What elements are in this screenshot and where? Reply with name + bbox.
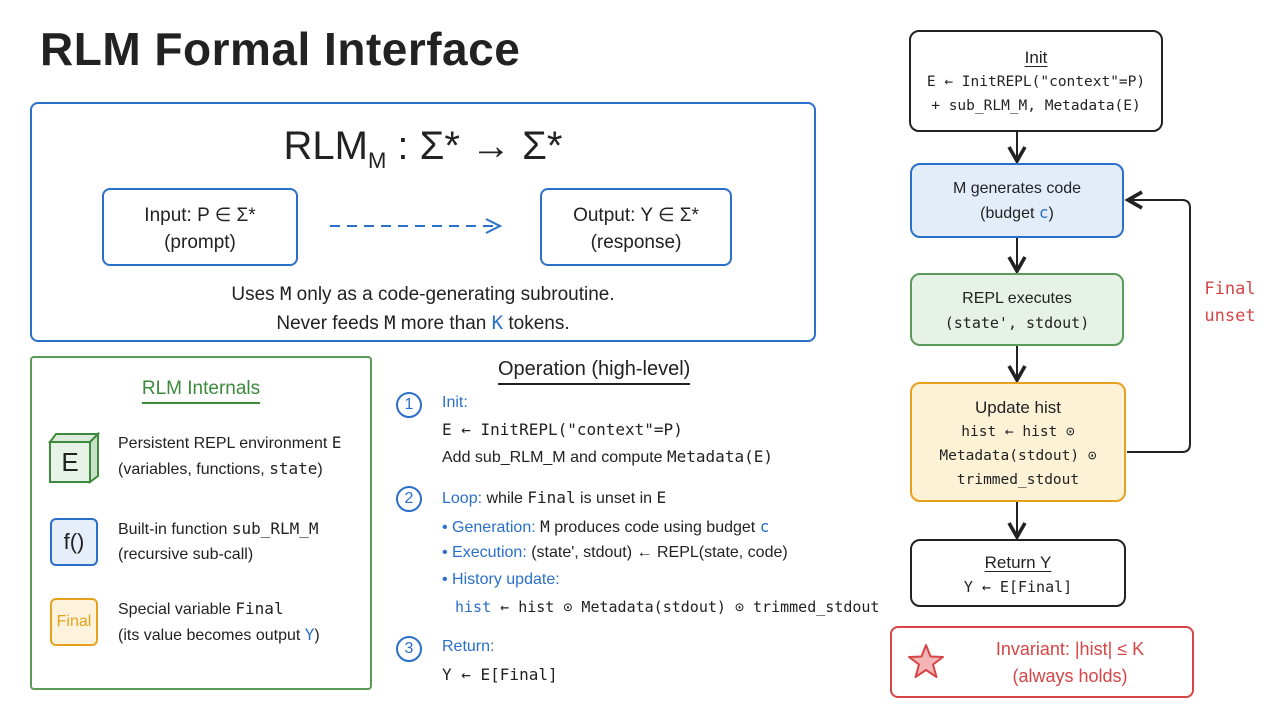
internals-panel: RLM Internals E Persistent REPL environm…	[30, 356, 372, 690]
env-cube-letter: E	[61, 446, 79, 477]
formula-sub: M	[367, 148, 387, 173]
step-1-line2: Add sub_RLM_M and compute Metadata(E)	[442, 447, 773, 466]
signature-formula: RLMM : Σ* → Σ*	[32, 124, 814, 174]
step-1-label: Init:	[442, 394, 468, 411]
signature-description: Uses M only as a code-generating subrout…	[32, 280, 814, 338]
output-line1: Output: Y ∈ Σ*	[573, 205, 699, 226]
step-3-badge: 3	[396, 636, 422, 662]
flow-return-box: Return Y Y ← E[Final]	[910, 539, 1126, 607]
flow-execute-box: REPL executes (state', stdout)	[910, 273, 1124, 346]
output-box: Output: Y ∈ Σ* (response)	[540, 188, 732, 266]
invariant-text: Invariant: |hist| ≤ K (always holds)	[995, 639, 1145, 686]
desc-line2: Never feeds M more than K tokens.	[276, 312, 570, 334]
desc-line1: Uses M only as a code-generating subrout…	[231, 283, 615, 305]
function-icon: f()	[50, 518, 98, 566]
step-3-line1: Y ← E[Final]	[442, 665, 558, 684]
input-box: Input: P ∈ Σ* (prompt)	[102, 188, 298, 266]
step-2-badge: 2	[396, 486, 422, 512]
env-cube-icon: E	[48, 431, 101, 489]
internals-title: RLM Internals	[32, 378, 370, 404]
step-2-generation: • Generation: M produces code using budg…	[442, 517, 770, 536]
flow-generate-box: M generates code (budget c)	[910, 163, 1124, 238]
step-2-label: Loop: while Final is unset in E	[442, 488, 667, 507]
step-2-execution: • Execution: (state', stdout) ← REPL(sta…	[442, 544, 788, 561]
invariant-box: Invariant: |hist| ≤ K (always holds)	[890, 626, 1194, 698]
signature-panel: RLMM : Σ* → Σ* Input: P ∈ Σ* (prompt) Ou…	[30, 102, 816, 342]
page-title: RLM Formal Interface	[40, 23, 521, 75]
loop-condition-label: Final unset	[1204, 279, 1256, 326]
formula-rhs: : Σ* → Σ*	[386, 124, 563, 168]
input-line2: (prompt)	[164, 232, 236, 253]
formula-lhs: RLM	[283, 124, 368, 168]
flow-update-box: Update hist hist ← hist ⊙ Metadata(stdou…	[910, 382, 1126, 502]
internal-item-env: Persistent REPL environment E (variables…	[118, 433, 342, 478]
operation-title: Operation (high-level)	[498, 358, 691, 385]
input-line1: Input: P ∈ Σ*	[144, 205, 256, 226]
internal-item-final: Special variable Final (its value become…	[118, 599, 320, 644]
internal-item-function: Built-in function sub_RLM_M (recursive s…	[118, 519, 319, 563]
star-icon	[908, 644, 944, 678]
step-1-line1: E ← InitREPL("context"=P)	[442, 420, 683, 439]
step-1-badge: 1	[396, 392, 422, 418]
step-2-history-formula: hist ← hist ⊙ Metadata(stdout) ⊙ trimmed…	[455, 598, 880, 616]
step-2-history-label: • History update:	[442, 571, 560, 588]
dashed-arrow	[330, 218, 503, 234]
flow-init-box: Init E ← InitREPL("context"=P) + sub_RLM…	[909, 30, 1163, 132]
step-3-label: Return:	[442, 638, 495, 655]
final-variable-icon: Final	[50, 598, 98, 646]
output-line2: (response)	[590, 232, 682, 253]
